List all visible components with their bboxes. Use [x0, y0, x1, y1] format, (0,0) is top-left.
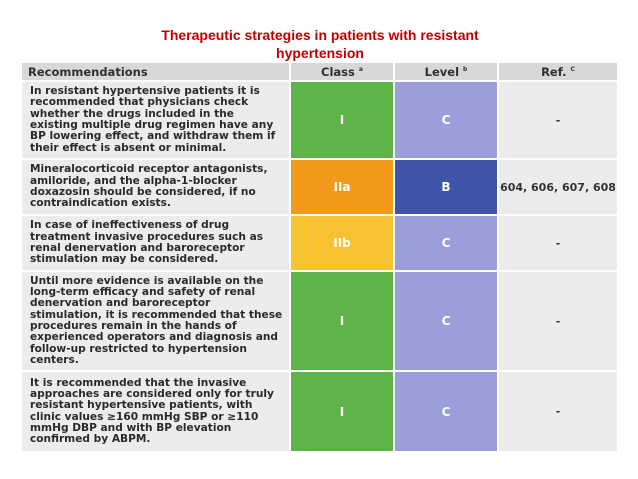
header-class: Class a	[290, 63, 395, 81]
class-cell: IIa	[290, 158, 395, 215]
header-level: Level b	[394, 63, 499, 81]
header-ref: Ref. C	[498, 63, 619, 81]
ref-cell: -	[498, 214, 619, 271]
table-row: In case of ineffectiveness of drug treat…	[22, 214, 619, 271]
ref-cell: 604, 606, 607, 608	[498, 158, 619, 215]
slide-title-line-2: hypertension	[276, 45, 364, 61]
header-recommendations-label: Recommendations	[28, 64, 148, 79]
level-cell: C	[394, 80, 499, 159]
level-cell: B	[394, 158, 499, 215]
table-row: Mineralocorticoid receptor antagonists, …	[22, 158, 619, 215]
class-cell: IIb	[290, 214, 395, 271]
recommendation-text: In resistant hypertensive patients it is…	[22, 80, 291, 159]
class-cell: I	[290, 270, 395, 371]
header-class-footnote: a	[358, 65, 363, 73]
header-ref-footnote: C	[570, 65, 575, 73]
ref-cell: -	[498, 270, 619, 371]
recommendation-text: It is recommended that the invasive appr…	[22, 370, 291, 451]
ref-cell: -	[498, 370, 619, 451]
ref-cell: -	[498, 80, 619, 159]
class-cell: I	[290, 80, 395, 159]
recommendations-table: Recommendations Class a Level b Ref. C I…	[22, 63, 619, 451]
class-cell: I	[290, 370, 395, 451]
table-row: It is recommended that the invasive appr…	[22, 370, 619, 451]
header-recommendations: Recommendations	[22, 63, 291, 81]
recommendation-text: In case of ineffectiveness of drug treat…	[22, 214, 291, 271]
header-ref-label: Ref.	[541, 64, 567, 79]
slide-title: Therapeutic strategies in patients with …	[120, 26, 520, 62]
recommendation-text: Until more evidence is available on the …	[22, 270, 291, 371]
table-row: Until more evidence is available on the …	[22, 270, 619, 371]
level-cell: C	[394, 214, 499, 271]
level-cell: C	[394, 270, 499, 371]
recommendation-text: Mineralocorticoid receptor antagonists, …	[22, 158, 291, 215]
header-level-footnote: b	[463, 65, 468, 73]
slide-title-line-1: Therapeutic strategies in patients with …	[161, 27, 479, 43]
header-class-label: Class	[321, 64, 355, 79]
level-cell: C	[394, 370, 499, 451]
table-row: In resistant hypertensive patients it is…	[22, 80, 619, 159]
table-header-row: Recommendations Class a Level b Ref. C	[22, 63, 619, 81]
header-level-label: Level	[424, 64, 460, 79]
